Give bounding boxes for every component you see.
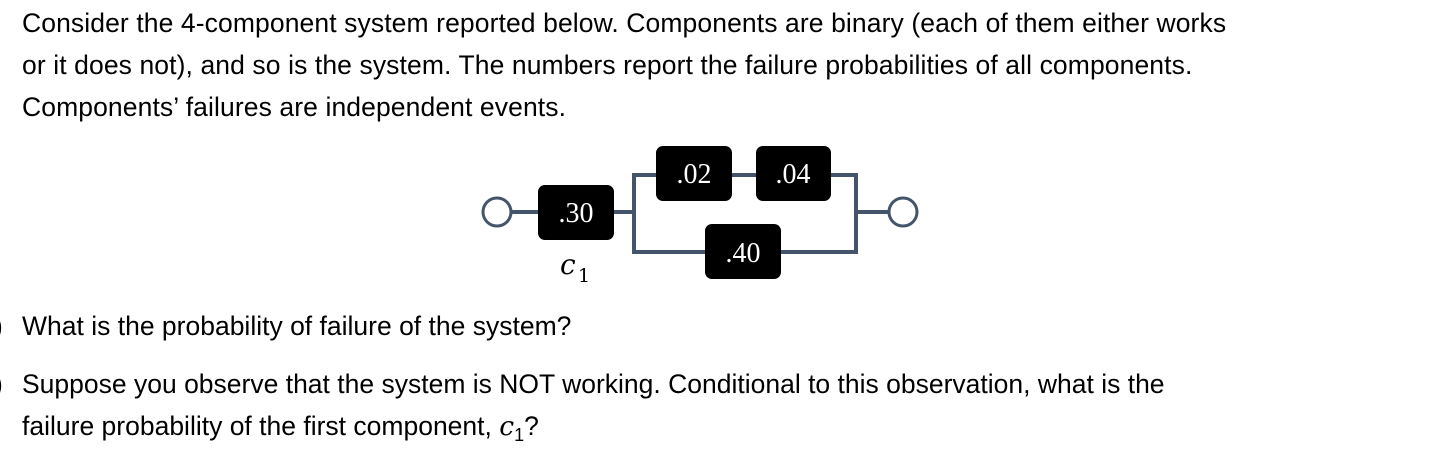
question-a-marker: ) <box>0 305 3 347</box>
component-top-right-value: .04 <box>776 159 811 190</box>
component-c1: .30 <box>538 185 614 240</box>
component-top-left: .02 <box>656 146 732 201</box>
component-c1-label: c 1 <box>560 248 590 287</box>
wire-split <box>628 175 636 252</box>
question-b-line-2-prefix: failure probability of the first compone… <box>22 411 500 441</box>
c1-label-sub: 1 <box>578 265 590 287</box>
output-terminal <box>887 196 919 228</box>
component-top-left-value: .02 <box>677 159 712 190</box>
question-a-text: What is the probability of failure of th… <box>22 311 572 341</box>
component-bottom: .40 <box>705 224 781 279</box>
input-terminal <box>481 196 513 228</box>
question-b-variable: c <box>499 411 515 442</box>
intro-line-3: Components’ failures are independent eve… <box>22 92 567 122</box>
diagram-wires <box>512 173 888 254</box>
component-bottom-value: .40 <box>726 238 761 269</box>
question-b-marker: ) <box>0 363 3 405</box>
question-b-line-1: Suppose you observe that the system is N… <box>22 369 1165 399</box>
question-b-variable-subscript: 1 <box>514 425 525 445</box>
question-b-line-2-suffix: ? <box>524 411 539 441</box>
c1-label-var: c <box>560 248 576 281</box>
intro-line-2: or it does not), and so is the system. T… <box>22 50 1193 80</box>
component-top-right: .04 <box>756 146 831 201</box>
problem-intro: Consider the 4-component system reported… <box>22 2 1447 128</box>
question-a: What is the probability of failure of th… <box>22 305 571 347</box>
question-b: Suppose you observe that the system is N… <box>22 363 1165 456</box>
component-c1-value: .30 <box>559 198 594 229</box>
intro-line-1: Consider the 4-component system reported… <box>22 8 1227 38</box>
